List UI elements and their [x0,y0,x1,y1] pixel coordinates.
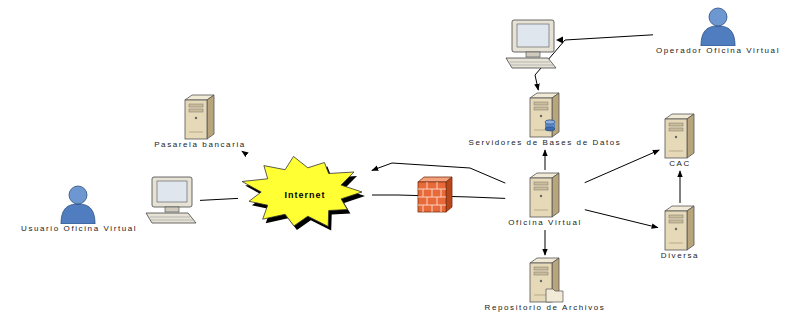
actor-node: Operador Oficina Virtual [655,6,781,56]
server-icon [526,172,564,218]
node-label: Oficina Virtual [507,218,583,228]
database-server-node: Servidores de Bases de Datos [468,92,623,148]
actor-node: Usuario Oficina Virtual [20,176,198,234]
connector-arrow [585,210,658,228]
actor-workstation [20,176,198,224]
server-node: Pasarela bancaria [153,94,247,150]
node-label: Usuario Oficina Virtual [20,224,138,234]
server-node: Oficina Virtual [507,172,583,228]
connector-arrow [372,163,505,183]
node-label: CAC [668,159,692,169]
server-icon [526,92,564,138]
connector-arrow [680,171,681,203]
connector-arrow [545,150,546,170]
node-label: Diversa [660,251,700,261]
file-server-node: Repositorio de Archivos [484,257,607,313]
server-node: CAC [661,113,699,169]
node-label: Servidores de Bases de Datos [468,138,623,148]
connector-arrow [200,198,238,200]
server-icon [661,113,699,159]
person-icon [58,184,98,224]
person-icon [698,6,738,46]
network-cloud-node: Internet [240,155,370,235]
cloud-label: Internet [283,190,326,200]
computer-icon [144,176,198,224]
connector-arrow [545,230,546,255]
operator-computer-icon [506,20,563,68]
node-label: Pasarela bancaria [153,140,247,150]
node-label: Repositorio de Archivos [484,303,607,313]
server-icon [526,257,564,303]
connector-arrow [585,150,660,183]
server-node: Diversa [660,205,700,261]
server-icon [661,205,699,251]
server-icon [181,94,219,140]
node-label: Operador Oficina Virtual [655,46,781,56]
connector-arrow [242,151,246,154]
firewall-icon [418,177,452,212]
